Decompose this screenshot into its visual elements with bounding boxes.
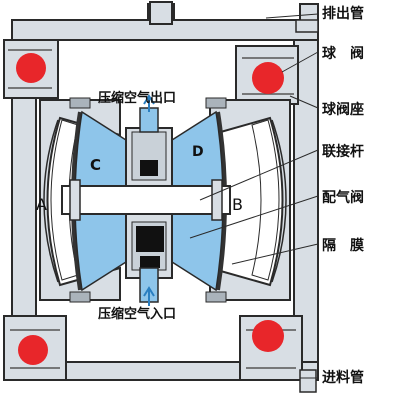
air-outlet-channel — [139, 94, 159, 133]
label-chamber-a: A — [36, 195, 47, 214]
valve-spool-upper — [140, 160, 158, 176]
chamber-b — [251, 119, 280, 281]
label-chamber-c: C — [90, 156, 101, 174]
ball-valves — [16, 53, 284, 365]
label-ball-valve: 球 阀 — [322, 45, 364, 62]
label-connecting-rod: 联接杆 — [322, 143, 364, 160]
connecting-rod — [61, 179, 231, 221]
label-air-valve: 配气阀 — [322, 189, 364, 206]
label-diaphragm: 隔 膜 — [322, 237, 364, 254]
label-ball-valve-seat: 球阀座 — [322, 101, 364, 118]
valve-housing-bottom-left — [3, 315, 67, 381]
label-chamber-b: B — [232, 195, 243, 214]
air-inlet-channel — [139, 267, 159, 306]
ball-bottom-right — [252, 320, 284, 352]
valve-spool-bottom — [140, 256, 160, 268]
discharge-pipe — [149, 1, 319, 33]
valve-spool-lower — [136, 226, 164, 252]
ball-top-left — [16, 53, 46, 83]
feed-pipe — [299, 369, 317, 393]
ball-top-right — [252, 62, 284, 94]
label-feed-pipe: 进料管 — [322, 369, 364, 386]
bolts — [69, 97, 227, 303]
label-air-inlet: 压缩空气入口 — [98, 306, 176, 322]
label-discharge-pipe: 排出管 — [322, 5, 364, 22]
label-air-outlet: 压缩空气出口 — [98, 90, 176, 106]
leader-lines — [189, 13, 319, 379]
ball-bottom-left — [18, 335, 48, 365]
label-chamber-d: D — [192, 144, 204, 160]
